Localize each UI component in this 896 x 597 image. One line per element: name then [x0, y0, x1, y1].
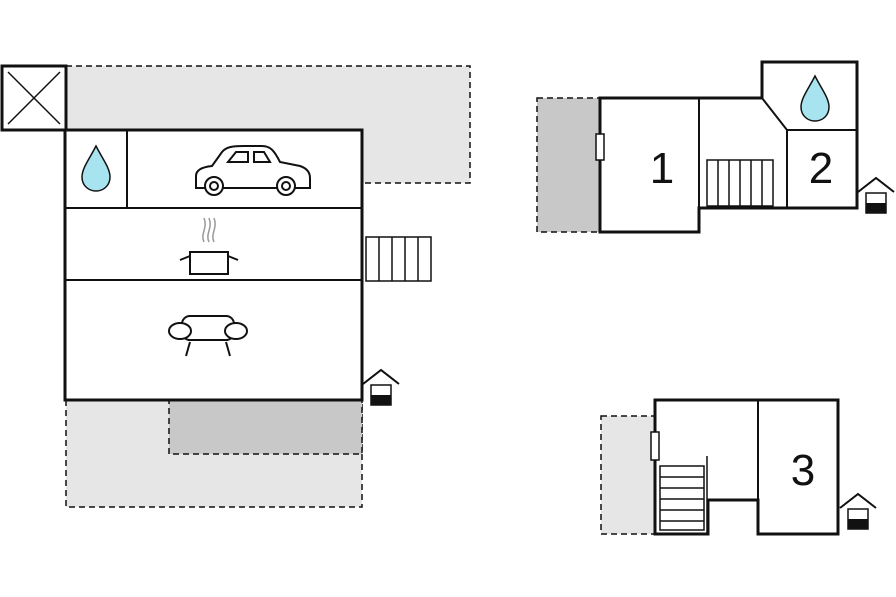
room-label-1: 1 — [650, 144, 674, 193]
window-icon — [595, 133, 605, 161]
entrance-house-icon — [857, 177, 895, 214]
entrance-house-icon — [362, 369, 400, 406]
stairs-icon — [659, 456, 708, 534]
room-label-2: 2 — [809, 144, 833, 193]
sofa-icon — [168, 315, 248, 357]
stairs-icon — [365, 236, 432, 282]
balcony — [600, 415, 656, 535]
room-label-3: 3 — [791, 446, 815, 495]
stairs-icon — [706, 159, 774, 207]
cooking-pot-icon — [179, 217, 239, 275]
upper-floor-b: 3 — [600, 398, 877, 536]
covered-terrace — [168, 399, 363, 455]
ground-floor — [0, 64, 471, 508]
entrance-house-icon — [839, 493, 877, 530]
upper-floor-a: 1 2 — [536, 60, 895, 234]
terrace-top — [65, 65, 471, 184]
upper-floor-a-outline — [598, 60, 859, 234]
balcony — [536, 97, 601, 233]
window-icon — [650, 431, 660, 461]
void-cross-icon — [0, 64, 68, 132]
car-icon — [195, 145, 311, 196]
